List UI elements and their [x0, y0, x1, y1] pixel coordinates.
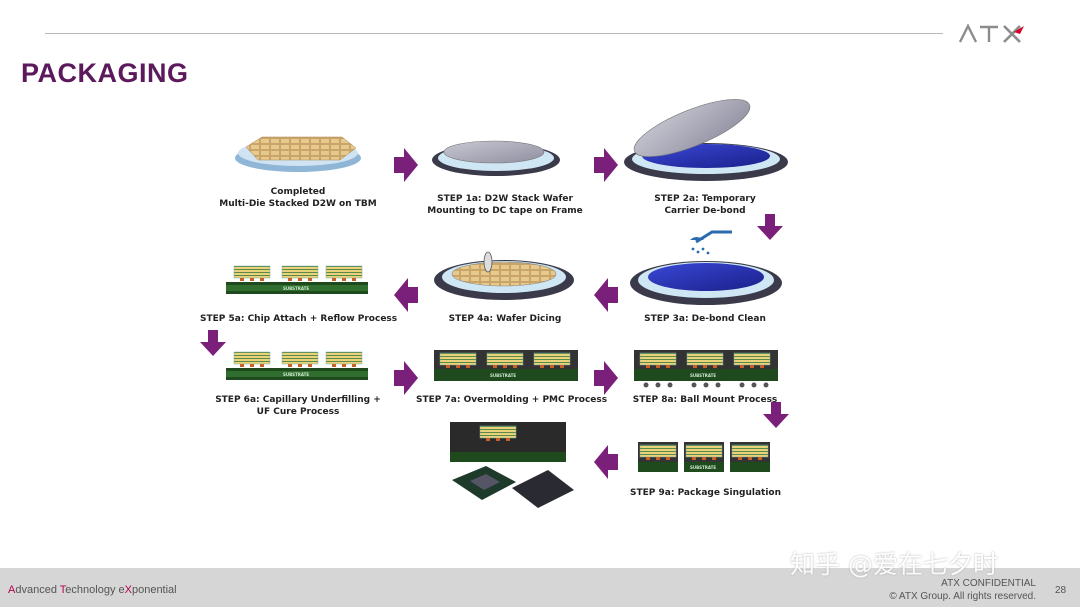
arrow-right-3: [394, 361, 418, 395]
caption-step7a: STEP 7a: Overmolding + PMC Process: [416, 395, 608, 405]
arrow-left-1: [594, 278, 618, 312]
step4a-wafer-image: [434, 251, 574, 300]
step3a-wafer-image: [630, 261, 782, 305]
header-rule: [45, 33, 943, 34]
arrow-down-1: [757, 214, 783, 240]
footer-confidential: ATX CONFIDENTIAL © ATX Group. All rights…: [889, 578, 1036, 602]
substrate-label: SUBSTRATE: [690, 373, 716, 378]
footer-tagline: Advanced Technology eXponential: [8, 584, 177, 596]
arrow-right-4: [594, 361, 618, 395]
completed-wafer-image: [235, 136, 361, 172]
caption-step9a: STEP 9a: Package Singulation: [630, 488, 782, 498]
arrow-left-3: [594, 445, 618, 479]
substrate-label: SUBSTRATE: [283, 286, 309, 291]
caption-step3a: STEP 3a: De-bond Clean: [644, 314, 766, 324]
substrate-label: SUBSTRATE: [490, 373, 516, 378]
step9a-package-image: [638, 442, 770, 472]
page-number: 28: [1055, 585, 1067, 596]
substrate-label: SUBSTRATE: [690, 465, 716, 470]
atx-logo: [958, 23, 1024, 43]
substrate-label: SUBSTRATE: [283, 372, 309, 377]
shower-icon: [690, 230, 732, 255]
step5a-package-image: [226, 265, 368, 294]
step1a-wafer-image: [432, 140, 560, 176]
caption-step5a: STEP 5a: Chip Attach + Reflow Process: [200, 314, 398, 324]
arrow-down-3: [763, 402, 789, 428]
footer-bar: [0, 568, 1080, 607]
final-package-image: [450, 422, 574, 508]
arrow-right-2: [594, 148, 618, 182]
caption-step4a: STEP 4a: Wafer Dicing: [448, 314, 562, 324]
arrow-down-2: [200, 330, 226, 356]
caption-step8a: STEP 8a: Ball Mount Process: [632, 395, 778, 405]
step8a-package-image: [634, 350, 778, 388]
page-title: PACKAGING: [21, 58, 189, 88]
step7a-package-image: [434, 350, 578, 381]
step6a-package-image: [226, 351, 368, 380]
arrow-left-2: [394, 278, 418, 312]
arrow-right-1: [394, 148, 418, 182]
caption-step6a: STEP 6a: Capillary Underfilling +UF Cure…: [215, 395, 381, 417]
watermark: 知乎 @爱在七夕时: [790, 550, 998, 579]
step2a-wafer-image: [624, 99, 788, 181]
